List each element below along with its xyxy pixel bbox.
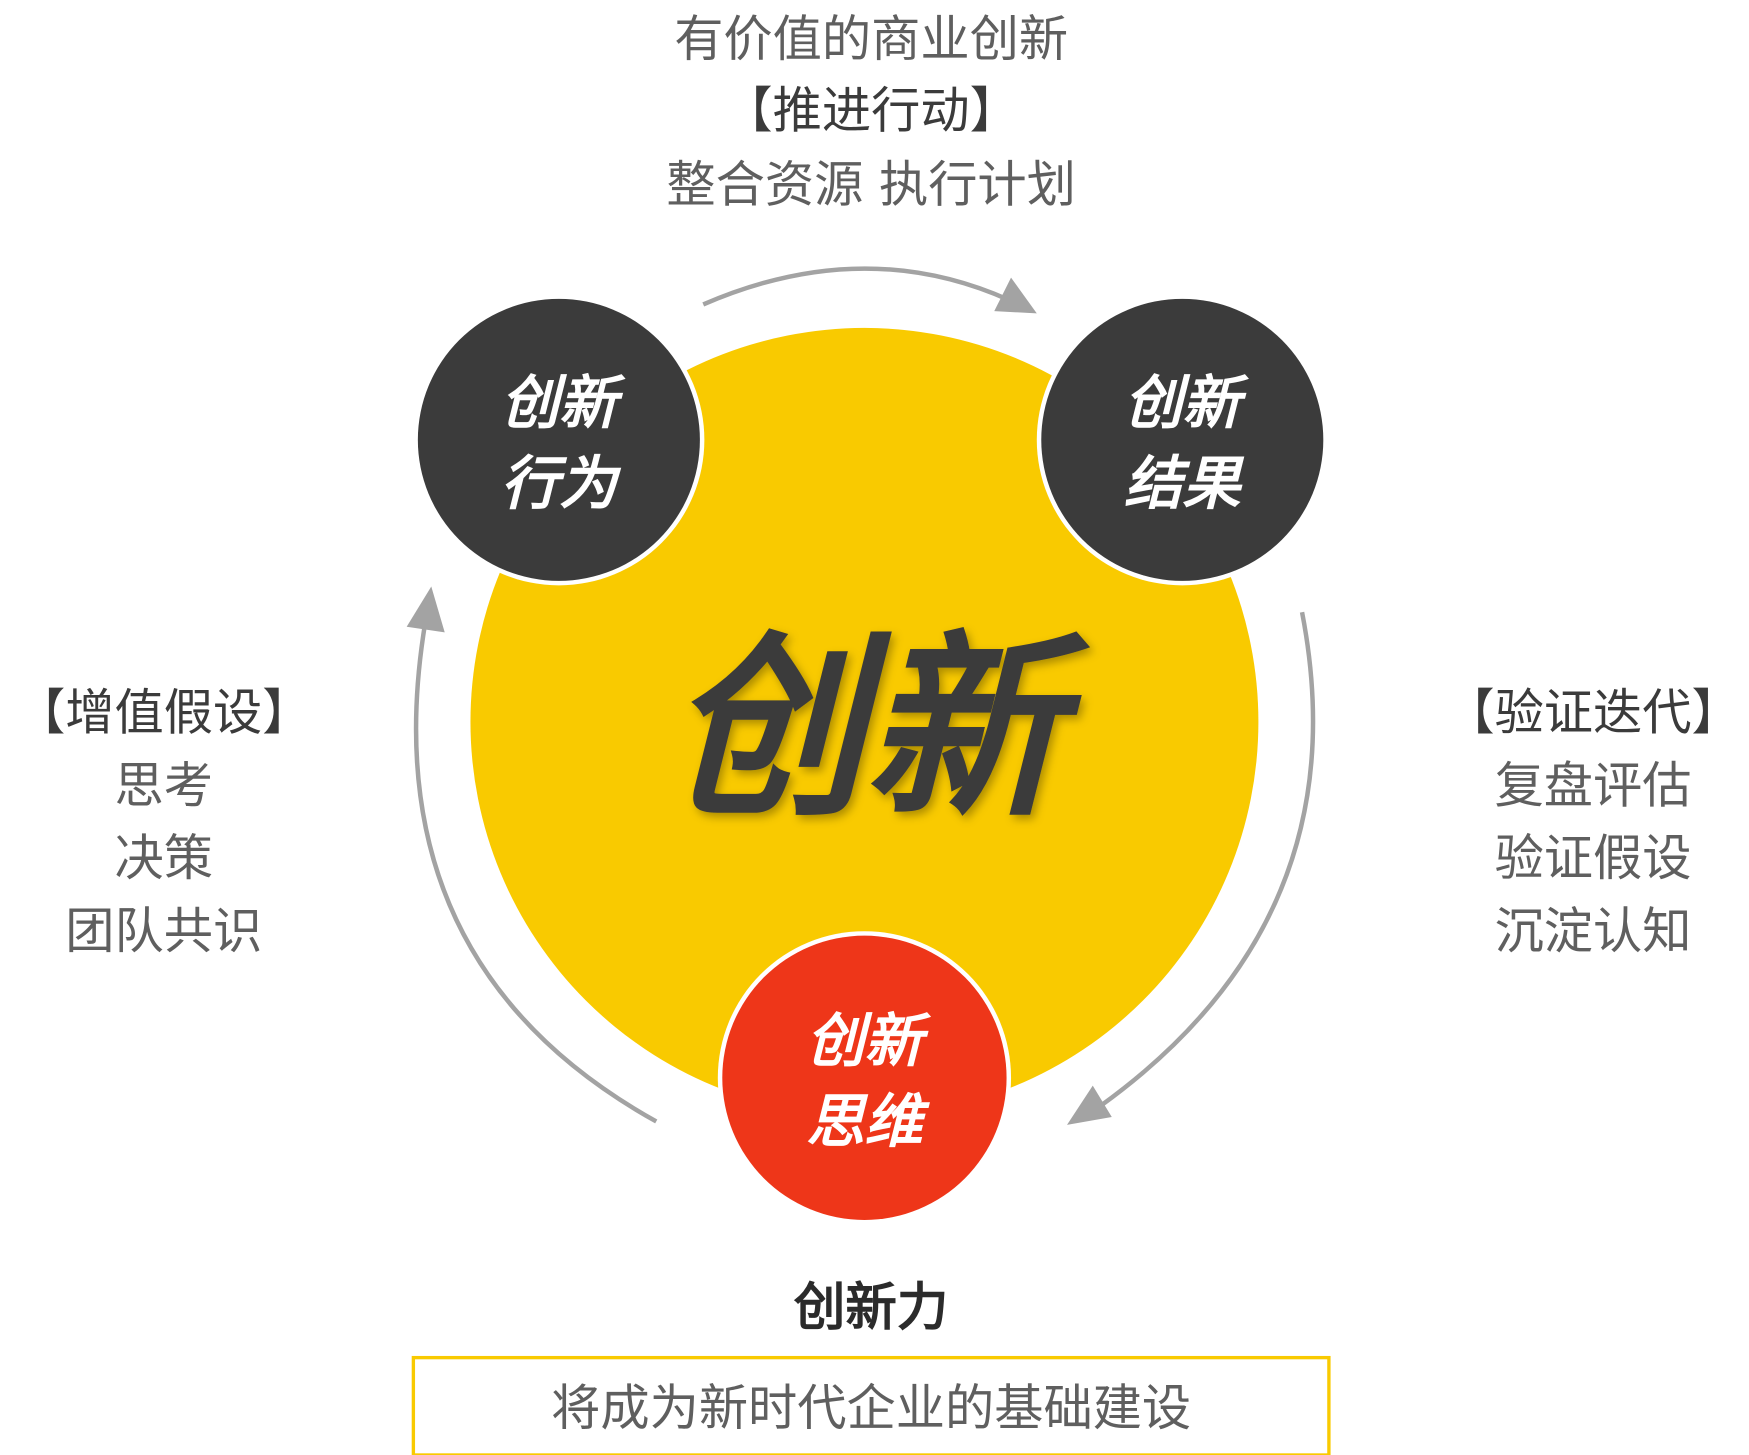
node-innovation-behavior: 创新 行为 [413,294,705,586]
left-item: 思考 [115,756,213,814]
node-label: 结果 [1124,450,1245,518]
node-innovation-thinking: 创新 思维 [717,931,1012,1225]
node-label: 创新 [501,369,626,437]
node-label: 创新 [1124,369,1249,437]
arrowhead-top-icon [994,277,1037,314]
top-heading: 【推进行动】 [723,82,1018,140]
right-item: 验证假设 [1495,829,1692,887]
center-label: 创新 [667,615,1090,844]
node-label: 创新 [806,1007,931,1075]
arrow-top [702,266,1010,307]
node-label: 行为 [501,450,622,518]
arrow-left [413,626,658,1124]
top-value-text: 有价值的商业创新 [674,10,1068,68]
top-action-text: 整合资源 执行计划 [666,155,1076,213]
arrowhead-left-icon [406,586,445,633]
left-item: 团队共识 [65,902,262,960]
footer-title: 创新力 [793,1278,948,1338]
right-item: 沉淀认知 [1495,902,1692,960]
right-item: 复盘评估 [1495,756,1692,814]
left-item: 决策 [115,829,213,887]
left-heading: 【增值假设】 [16,684,311,742]
node-label: 思维 [806,1088,930,1156]
node-innovation-result: 创新 结果 [1036,294,1328,586]
right-heading: 【验证迭代】 [1445,684,1740,742]
cycle-arrows [413,266,1316,1124]
arrowhead-right-icon [1067,1085,1112,1125]
footer-box [411,1355,1331,1455]
arrow-right [1099,611,1316,1108]
footer-box-text: 将成为新时代企业的基础建设 [551,1379,1191,1437]
